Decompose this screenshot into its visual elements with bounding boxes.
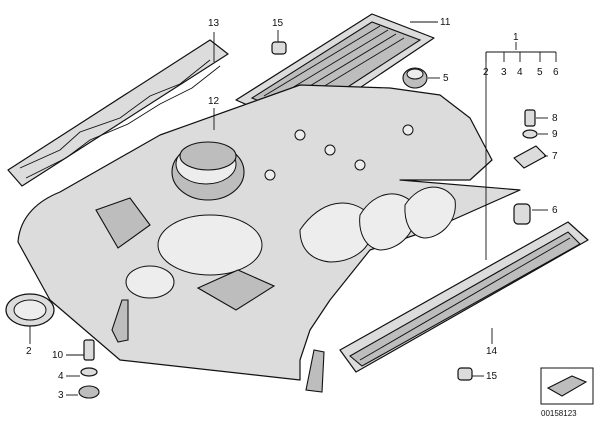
part-15-grommet-top[interactable]: [271, 41, 287, 55]
part-4-washer[interactable]: [80, 367, 98, 377]
callout-5-sub: 5: [537, 67, 543, 78]
callout-7: 7: [552, 151, 558, 162]
callout-5: 5: [443, 73, 449, 84]
reference-box: 00158123: [540, 367, 594, 418]
callout-15-top: 15: [272, 18, 284, 29]
callout-12: 12: [208, 96, 220, 107]
part-5-grommet[interactable]: [402, 67, 428, 89]
callout-3-sub: 3: [501, 67, 507, 78]
callout-4-sub: 4: [517, 67, 523, 78]
part-3-grommet[interactable]: [78, 385, 100, 399]
part-7-bracket[interactable]: [513, 145, 547, 169]
callout-2: 2: [26, 346, 32, 357]
callout-3: 3: [58, 390, 64, 401]
callout-14: 14: [486, 346, 498, 357]
callout-13: 13: [208, 18, 220, 29]
callout-6: 6: [552, 205, 558, 216]
part-14-lower-rail[interactable]: [339, 221, 589, 373]
part-8-screw[interactable]: [524, 109, 536, 127]
part-2-emblem[interactable]: [5, 293, 55, 327]
callout-11: 11: [440, 17, 451, 28]
callout-2-sub: 2: [483, 67, 489, 78]
callout-8: 8: [552, 113, 558, 124]
part-13-left-strip[interactable]: [7, 39, 229, 187]
leader-lines: [29, 21, 557, 396]
part-6-clip[interactable]: [513, 203, 531, 225]
callout-9: 9: [552, 129, 558, 140]
callout-10: 10: [52, 350, 64, 361]
part-15-grommet-bottom[interactable]: [457, 367, 473, 381]
callout-6-sub: 6: [553, 67, 559, 78]
callout-4: 4: [58, 371, 64, 382]
callout-1: 1: [513, 32, 519, 43]
part-9-washer[interactable]: [522, 129, 538, 139]
callout-15-bottom: 15: [486, 371, 498, 382]
part-12-cap[interactable]: [179, 141, 237, 171]
reference-number: 00158123: [541, 409, 577, 418]
callout-numbers: 13 15 11 5 12 1 2 3 4 5 6 8 9 7 6 14 15 …: [26, 17, 559, 401]
part-10-screw[interactable]: [83, 339, 95, 361]
